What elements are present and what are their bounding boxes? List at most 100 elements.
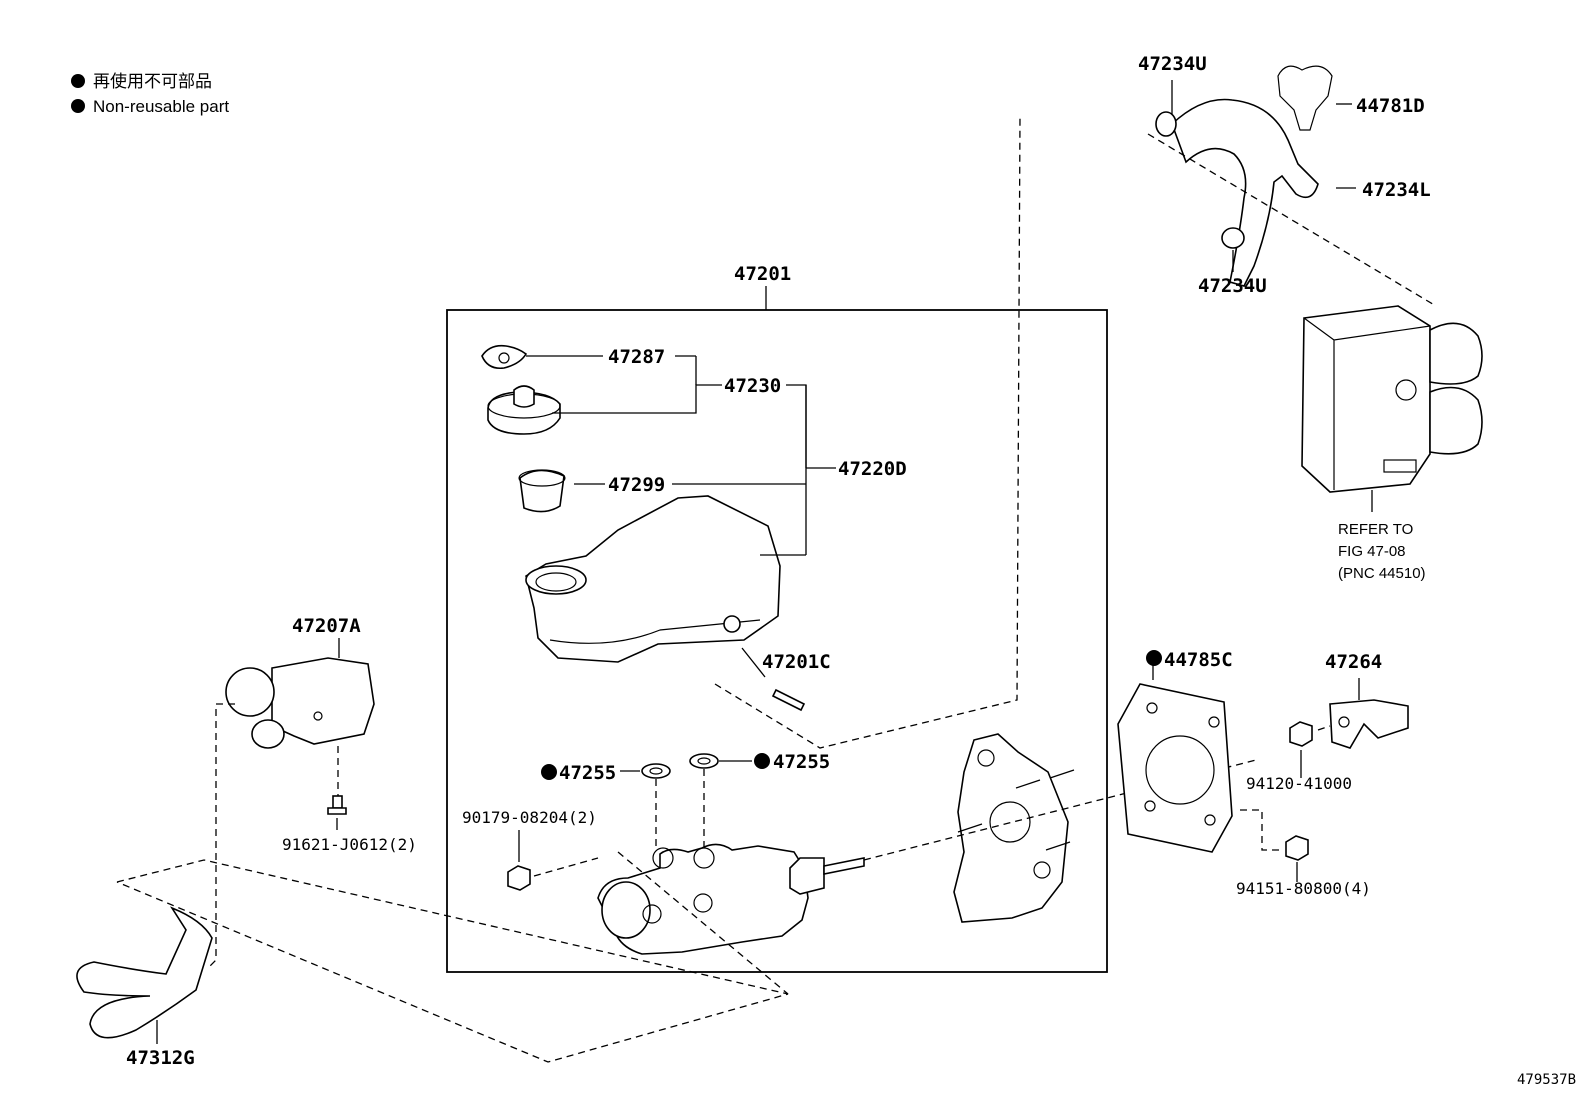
reservoir-port — [723, 615, 741, 633]
label-47234U-bottom[interactable]: 47234U — [1198, 275, 1267, 297]
label-47234L[interactable]: 47234L — [1362, 179, 1431, 201]
valve-47207A-port-1 — [225, 667, 275, 717]
label-44781D[interactable]: 44781D — [1356, 95, 1425, 117]
master-cylinder-flange — [789, 857, 825, 895]
leader-47201C — [741, 647, 766, 678]
gasket-44785C-shape — [1117, 683, 1233, 853]
label-47207A[interactable]: 47207A — [292, 615, 361, 637]
gasket-hole-2 — [1208, 716, 1220, 728]
master-cylinder — [597, 843, 865, 955]
label-47264[interactable]: 47264 — [1325, 651, 1382, 673]
tube-47312G: 47312G — [76, 859, 789, 1069]
booster-bracket-hole-2 — [1033, 861, 1051, 879]
dash-94120 — [1317, 725, 1331, 731]
assembly-frame — [446, 309, 1108, 973]
seal-47255-right: 47255 — [689, 751, 830, 848]
label-47312G[interactable]: 47312G — [126, 1047, 195, 1069]
booster-bracket-hole-1 — [977, 749, 995, 767]
abs-actuator: REFER TO FIG 47-08 (PNC 44510) — [1301, 305, 1483, 582]
label-91621[interactable]: 91621-J0612(2) — [282, 835, 417, 854]
seal-47255-left: 47255 — [541, 762, 671, 848]
label-47255-left[interactable]: 47255 — [559, 762, 616, 784]
dash-reservoir-abs — [617, 115, 1021, 995]
label-47299[interactable]: 47299 — [608, 474, 665, 496]
abs-motor-upper — [1429, 322, 1483, 385]
cap-47230-knob — [513, 385, 535, 408]
hose-47234L-shape — [1171, 98, 1319, 287]
nonreusable-mark-47255-left — [541, 764, 557, 780]
nut-94120: 94120-41000 — [1246, 721, 1352, 793]
bracket-47264-shape — [1329, 699, 1409, 749]
dash-90179 — [533, 857, 599, 877]
valve-47207A-bolt-hole — [313, 711, 323, 721]
gasket-hole-1 — [1146, 702, 1158, 714]
label-47220D[interactable]: 47220D — [838, 458, 907, 480]
seal-47255-right-hole — [697, 757, 711, 765]
booster-bracket-shape — [953, 733, 1069, 923]
nut-90179-shape — [507, 865, 531, 891]
strainer-47299-shape — [519, 469, 565, 513]
label-94151[interactable]: 94151-80800(4) — [1236, 879, 1371, 898]
nut-90179: 90179-08204(2) — [462, 808, 599, 891]
bolt-91621-head — [327, 807, 347, 815]
reservoir-filler-opening — [535, 572, 577, 592]
refer-line-2[interactable]: FIG 47-08 — [1338, 543, 1406, 560]
assembly-box-47201: 47201 — [446, 263, 1108, 973]
master-cylinder-outlet-2 — [693, 893, 713, 913]
dash-reservoir-line — [714, 115, 1021, 749]
dash-valve-pipe — [209, 703, 235, 967]
abs-connector — [1395, 379, 1417, 401]
nonreusable-mark-44785C — [1146, 650, 1162, 666]
figure-number: 479537B — [1517, 1072, 1576, 1088]
nut-94120-shape — [1289, 721, 1313, 747]
dash-gasket-nut — [1240, 809, 1284, 851]
strainer-47299-rim — [518, 469, 566, 487]
tube-47312G-shape — [76, 906, 213, 1039]
cap-47230: 47230 — [487, 355, 807, 468]
clamp-44781D-shape — [1277, 65, 1333, 131]
refer-line-1[interactable]: REFER TO — [1338, 521, 1413, 538]
pin-47201C: 47201C — [741, 647, 831, 712]
label-94120[interactable]: 94120-41000 — [1246, 774, 1352, 793]
master-cylinder-front — [601, 881, 651, 939]
clip-47287-shape — [481, 344, 528, 370]
gasket-44785C: 44785C — [1117, 649, 1284, 853]
dash-cylinder-tube — [617, 851, 789, 995]
reservoir-filler-neck — [525, 565, 587, 595]
booster-studs — [957, 769, 1075, 851]
label-90179[interactable]: 90179-08204(2) — [462, 808, 597, 827]
nonreusable-mark-47255-right — [754, 753, 770, 769]
strainer-47299: 47299 — [518, 469, 806, 513]
dash-hose-abs — [1147, 133, 1437, 307]
label-47234U-top[interactable]: 47234U — [1138, 53, 1207, 75]
bracket-47264: 47264 — [1325, 651, 1409, 749]
reservoir-47220D: 47220D — [525, 385, 907, 663]
label-47255-right[interactable]: 47255 — [773, 751, 830, 773]
legend-bullet-en — [71, 99, 85, 113]
label-47201[interactable]: 47201 — [734, 263, 791, 285]
clip-47234U-top — [1155, 111, 1177, 137]
booster-bracket-bore — [989, 801, 1031, 843]
push-rod — [823, 857, 865, 875]
bolt-91621: 91621-J0612(2) — [282, 795, 417, 854]
abs-label-plate — [1383, 459, 1417, 473]
legend-text-en: Non-reusable part — [93, 97, 229, 116]
leader-47230-bracket — [786, 384, 807, 468]
valve-47207A: 47207A — [209, 615, 375, 967]
nut-94151-shape — [1285, 835, 1309, 861]
gasket-hole-3 — [1144, 800, 1156, 812]
pin-47201C-shape — [771, 688, 806, 712]
label-47287[interactable]: 47287 — [608, 346, 665, 368]
clip-47287-hole — [498, 352, 510, 364]
label-44785C[interactable]: 44785C — [1164, 649, 1233, 671]
master-cylinder-outlet-1 — [642, 904, 662, 924]
refer-line-3[interactable]: (PNC 44510) — [1338, 565, 1426, 582]
label-47201C[interactable]: 47201C — [762, 651, 831, 673]
abs-actuator-edges — [1303, 317, 1431, 490]
valve-47207A-port-2 — [251, 719, 285, 749]
clip-47234U-bottom — [1221, 227, 1245, 249]
label-47230[interactable]: 47230 — [724, 375, 781, 397]
hose-assembly: 47234U 44781D 47234L 47234U — [1138, 53, 1437, 307]
abs-motor-lower — [1429, 386, 1483, 455]
